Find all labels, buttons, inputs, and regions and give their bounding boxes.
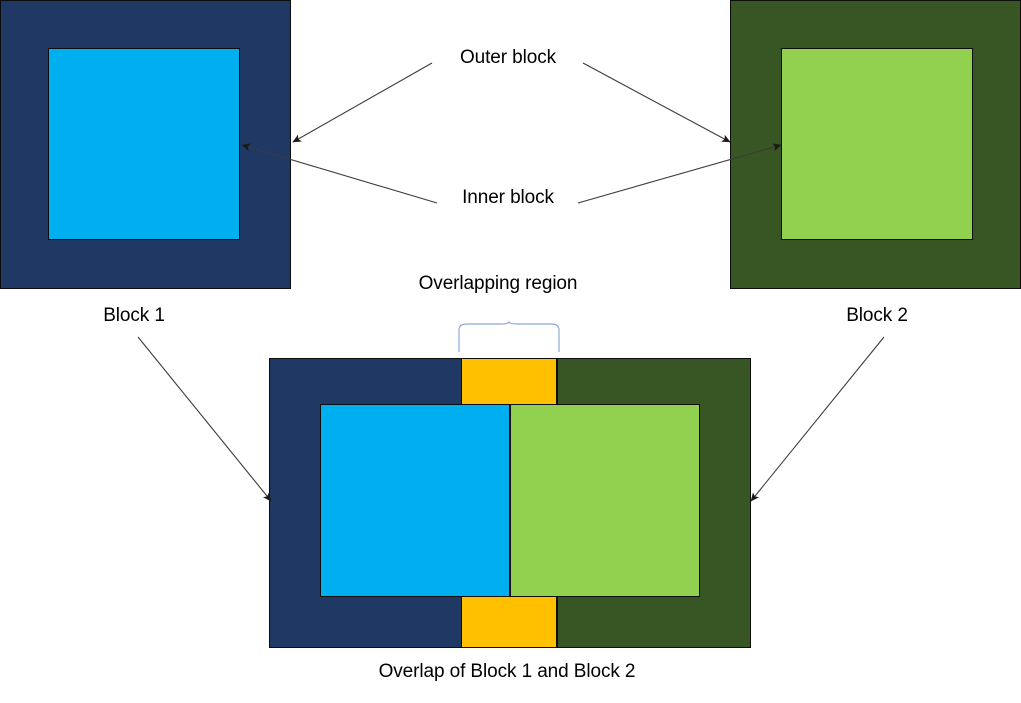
overlapping-region-brace <box>458 320 560 352</box>
composite-inner-blue-rect <box>320 404 510 597</box>
outer-block-label: Outer block <box>459 47 557 68</box>
outer-block-to-block2 <box>582 62 731 143</box>
overlapping-region-label: Overlapping region <box>418 273 578 294</box>
outer-block-to-block1 <box>292 62 433 143</box>
block2-inner-rect <box>781 48 973 240</box>
overlap-caption: Overlap of Block 1 and Block 2 <box>378 661 636 682</box>
block1-inner-rect <box>48 48 240 240</box>
block1-label: Block 1 <box>103 305 165 326</box>
block1-to-composite <box>137 336 272 502</box>
block2-label: Block 2 <box>846 305 908 326</box>
block2-to-composite <box>750 336 885 502</box>
composite-inner-green-rect <box>510 404 700 597</box>
inner-block-label: Inner block <box>462 187 554 208</box>
